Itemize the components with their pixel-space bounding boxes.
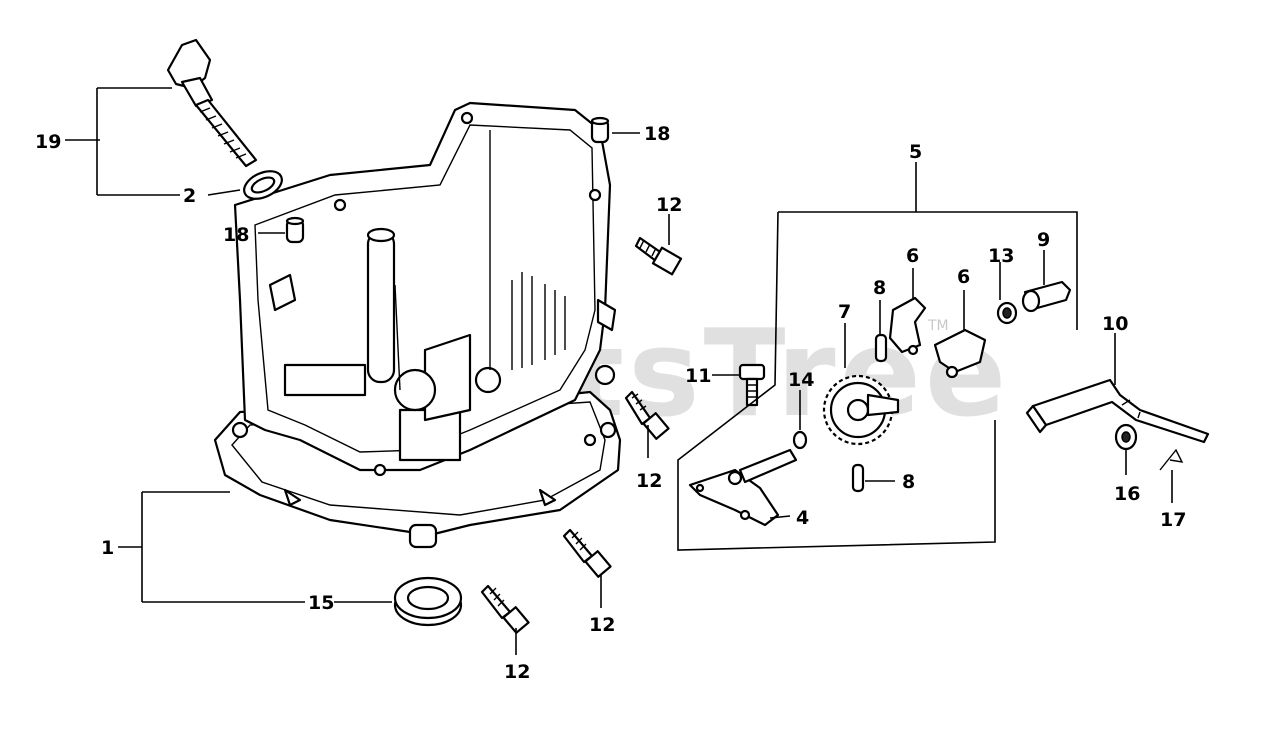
flange-bolt-lower bbox=[480, 584, 530, 634]
leader-lines bbox=[65, 87, 1173, 655]
governor-weight-left bbox=[888, 296, 927, 356]
washer-16 bbox=[1114, 423, 1138, 451]
governor-arm bbox=[1025, 378, 1210, 444]
callout-labels: 19 2 18 18 12 12 12 12 11 1 15 5 6 6 7 8… bbox=[35, 123, 1186, 683]
governor-bolt bbox=[738, 363, 766, 407]
dowel-pin-left bbox=[285, 216, 305, 244]
callout-2: 2 bbox=[183, 185, 196, 207]
oil-seal bbox=[393, 576, 463, 627]
callout-19: 19 bbox=[35, 131, 61, 153]
callout-6-left: 6 bbox=[906, 245, 919, 267]
governor-gear bbox=[822, 374, 900, 446]
pin-lower bbox=[851, 463, 865, 493]
flange-bolt-middle bbox=[624, 390, 670, 440]
governor-holder-9 bbox=[1021, 280, 1072, 313]
callout-7: 7 bbox=[838, 301, 851, 323]
callout-12-lower: 12 bbox=[504, 661, 530, 683]
flange-bolt-lower-right bbox=[562, 528, 612, 578]
callout-6-right: 6 bbox=[957, 266, 970, 288]
callout-11: 11 bbox=[685, 365, 711, 387]
callout-18-upper: 18 bbox=[644, 123, 670, 145]
callout-12-middle: 12 bbox=[636, 470, 662, 492]
callout-8-upper: 8 bbox=[873, 277, 886, 299]
watermark-tm: TM bbox=[927, 318, 949, 334]
callout-1: 1 bbox=[101, 537, 114, 559]
callout-13: 13 bbox=[988, 245, 1014, 267]
callout-12-upper: 12 bbox=[656, 194, 682, 216]
flange-bolt-upper bbox=[634, 236, 683, 276]
callout-18-left: 18 bbox=[223, 224, 249, 246]
pin-upper bbox=[874, 333, 888, 363]
callout-12-lower-right: 12 bbox=[589, 614, 615, 636]
dipstick-o-ring bbox=[243, 170, 283, 200]
dowel-pin-upper bbox=[590, 116, 610, 144]
callout-8-lower: 8 bbox=[902, 471, 915, 493]
crankcase-cover bbox=[213, 101, 622, 549]
callout-14: 14 bbox=[788, 369, 814, 391]
callout-4: 4 bbox=[796, 507, 809, 529]
governor-weight-right bbox=[933, 328, 987, 379]
callout-17: 17 bbox=[1160, 509, 1186, 531]
governor-shaft-arm bbox=[688, 448, 798, 527]
callout-9: 9 bbox=[1037, 229, 1050, 251]
callout-10: 10 bbox=[1102, 313, 1128, 335]
clip-17 bbox=[1159, 448, 1184, 471]
callout-15: 15 bbox=[308, 592, 334, 614]
callout-5: 5 bbox=[909, 141, 922, 163]
washer-13 bbox=[996, 301, 1018, 325]
oil-dipstick bbox=[166, 38, 258, 168]
callout-16: 16 bbox=[1114, 483, 1140, 505]
washer-14 bbox=[792, 430, 808, 450]
